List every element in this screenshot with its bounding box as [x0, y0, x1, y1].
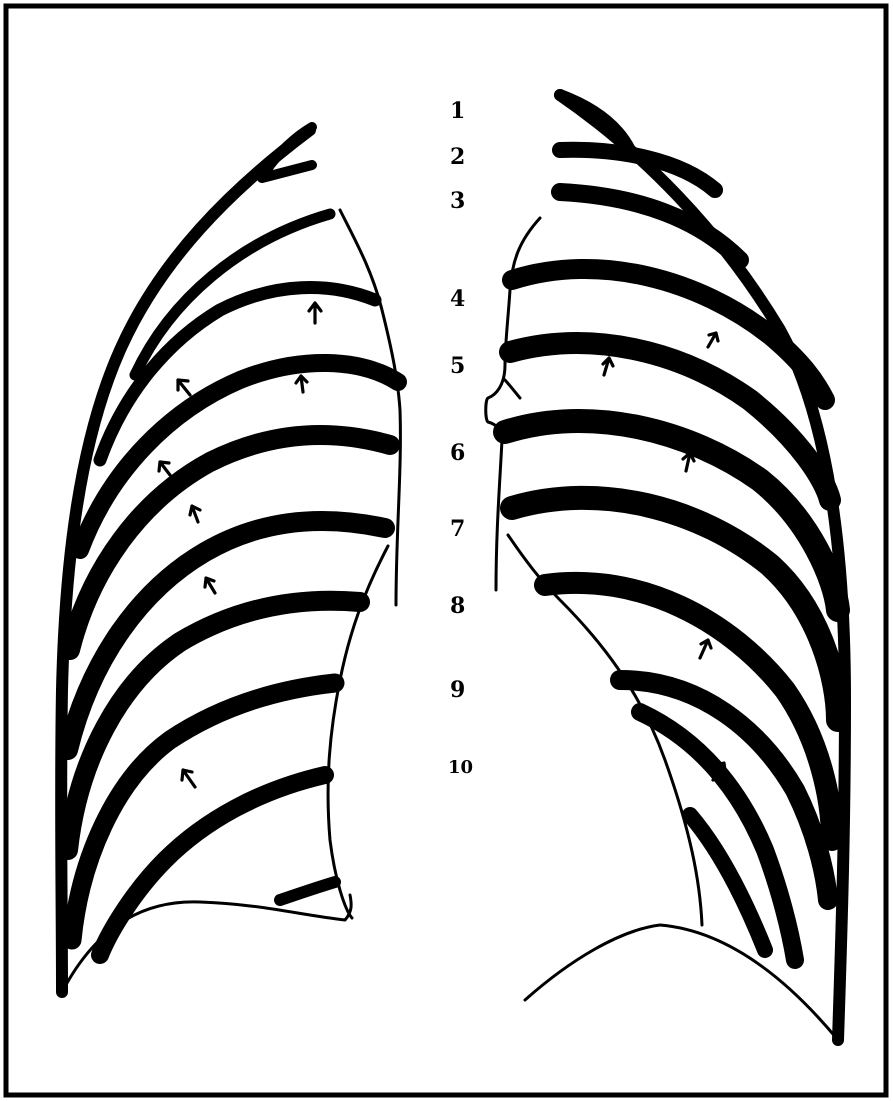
arrow-icon	[603, 358, 613, 375]
arrow-icon	[178, 380, 190, 395]
arrow-icon	[190, 506, 200, 522]
arrow-icon	[296, 376, 307, 392]
left-rib-10	[280, 882, 335, 900]
right-hemithorax	[486, 95, 845, 1040]
left-mediastinal-border	[340, 210, 400, 605]
aortic-knob-notch	[505, 380, 520, 398]
arrow-icon	[182, 770, 195, 787]
left-hemithorax	[61, 127, 400, 992]
right-rib-8	[545, 583, 832, 840]
rib-number-8: 8	[450, 593, 465, 619]
arrow-icon	[309, 303, 321, 323]
arrow-icon	[205, 578, 215, 593]
left-rib-9	[100, 775, 325, 955]
rib-number-5: 5	[450, 353, 465, 379]
rib-number-3: 3	[450, 188, 465, 214]
arrow-icon	[159, 462, 170, 475]
rib-number-10: 10	[448, 757, 473, 778]
rib-number-1: 1	[450, 98, 465, 124]
rib-number-2: 2	[450, 144, 465, 170]
right-rib-3	[560, 192, 740, 260]
arrow-icon	[700, 640, 711, 658]
arrow-icon	[708, 333, 718, 347]
rib-number-6: 6	[450, 440, 465, 466]
rib-number-4: 4	[450, 286, 465, 312]
arrow-icon	[683, 453, 694, 471]
rib-number-7: 7	[450, 516, 465, 542]
rib-number-labels: 1 2 3 4 5 6 7 8 9 10	[448, 98, 473, 778]
rib-number-9: 9	[450, 677, 465, 703]
